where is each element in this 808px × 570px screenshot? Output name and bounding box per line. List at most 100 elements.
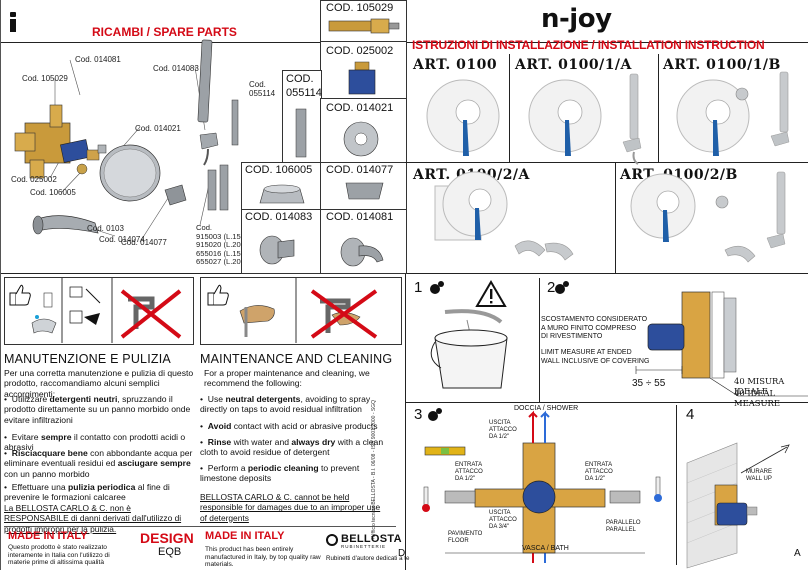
- cartridge-025002-icon: [348, 61, 376, 95]
- step-3-number: 3: [414, 406, 423, 423]
- left-edge: [0, 0, 1, 570]
- center-divider: [405, 0, 406, 570]
- thumbs-up-icon: [9, 284, 31, 306]
- hose-055114-icon: [295, 108, 307, 158]
- icons-panel-en: [200, 277, 402, 345]
- maintenance-bullet-3-en: • Rinse with water and always dry with a…: [200, 437, 384, 458]
- article-images: [426, 71, 790, 263]
- step-2-scostamento: SCOSTAMENTO CONSIDERATO A MURO FINITO CO…: [541, 316, 648, 340]
- maintenance-bullet-4-it: • Effettuare una pulizia periodica al fi…: [4, 482, 170, 503]
- box-014081: COD. 014081: [320, 209, 407, 274]
- box-014077: COD. 014077: [320, 162, 407, 212]
- label-014083: Cod. 014083: [153, 64, 199, 73]
- step-3-illustration: [422, 408, 662, 563]
- gear-icon-2: [555, 281, 569, 294]
- disclaimer-it: La BELLOSTA CARLO & C. non è RESPONSABIL…: [4, 503, 182, 534]
- plate-014021-icon: [343, 121, 379, 157]
- holder-014083-icon: [259, 235, 295, 265]
- install-title: ISTRUZIONI DI INSTALLAZIONE / INSTALLATI…: [412, 38, 765, 52]
- step-2-limit: LIMIT MEASURE AT ENDED WALL INCLUSIVE OF…: [541, 349, 650, 365]
- article-0100-1-a: ART. 0100/1/A: [515, 57, 632, 73]
- box-014083: COD. 014083: [241, 209, 323, 274]
- maintenance-icons: [9, 277, 378, 343]
- label-hoses: Cod. 915003 (L.150) 915020 (L.200) 65501…: [196, 223, 248, 267]
- disclaimer-en: BELLOSTA CARLO & C. cannot be held respo…: [200, 492, 381, 523]
- maintenance-title-it: MANUTENZIONE E PULIZIA: [4, 352, 171, 366]
- exploded-parts-diagram: [14, 39, 239, 243]
- label-014021: Cod. 014021: [135, 124, 181, 133]
- article-0100-image: [426, 79, 500, 156]
- maintenance-bullet-1-en: • Use neutral detergents, avoiding to sp…: [200, 394, 371, 415]
- label-014074-main: Cod. 014074: [99, 235, 145, 244]
- box-106005: COD. 106005: [241, 162, 323, 212]
- step-2-range: 35 ÷ 55: [632, 378, 666, 389]
- label-014081: Cod. 014081: [75, 55, 121, 64]
- box-014077-title: COD. 014077: [326, 164, 394, 176]
- box-014083-title: COD. 014083: [245, 211, 313, 223]
- gear-icon-3: [428, 408, 442, 421]
- label-014077: Cod. 014077: [121, 238, 167, 247]
- step-3-parallel: PARALLELO PARALLEL: [606, 520, 641, 533]
- bellosta-sub: RUBINETTERIE: [341, 544, 387, 549]
- technical-office-note: +Ufficio tecnico BELLOSTA - B.I. 06/08 -…: [371, 399, 377, 540]
- label-106005: Cod. 106005: [30, 188, 76, 197]
- step-3-uscita-top: USCITA ATTACCO DA 1/2": [489, 420, 517, 440]
- bellosta-wordmark: BELLOSTA: [341, 533, 402, 545]
- label-025002: Cod. 025002: [11, 175, 57, 184]
- design-label: DESIGN: [140, 530, 194, 546]
- step-4-wall-up: MURARE WALL UP: [746, 469, 773, 482]
- step-2-number: 2: [547, 279, 556, 296]
- article-0100: ART. 0100: [413, 57, 498, 73]
- box-025002-title: COD. 025002: [326, 45, 394, 57]
- box-055114: COD. 055114: [282, 70, 322, 165]
- made-in-italy-text-en: This product has been entirely manufactu…: [205, 546, 321, 569]
- box-105029: COD. 105029: [320, 0, 407, 44]
- step-3-shower: DOCCIA / SHOWER: [514, 405, 579, 412]
- page-letter-a: A: [794, 548, 801, 559]
- box-014021: COD. 014021: [320, 98, 407, 165]
- bellosta-logo: BELLOSTA RUBINETTERIE: [326, 533, 402, 551]
- gear-icon-1: [430, 281, 444, 294]
- elbow-014081-icon: [340, 237, 384, 267]
- step-3-uscita-bottom: USCITA ATTACCO DA 3/4": [489, 510, 517, 530]
- maintenance-bullet-1-it: • Utilizzare detergenti neutri, spruzzan…: [4, 394, 191, 425]
- box-105029-title: COD. 105029: [326, 2, 394, 14]
- step-2-ideal-it: 40 MISURA IDEALE: [734, 376, 785, 396]
- maintenance-intro-en: For a proper maintenance and cleaning, w…: [204, 368, 370, 389]
- maintenance-bullet-2-it: • Evitare sempre il contatto con prodott…: [4, 432, 186, 453]
- design-code: EQB: [158, 546, 182, 558]
- label-0103: Cod. 0103: [87, 224, 124, 233]
- step-3-entrata-left: ENTRATA ATTACCO DA 1/2": [455, 462, 483, 482]
- maintenance-title-en: MAINTENANCE AND CLEANING: [200, 352, 393, 366]
- step-2-illustration: [555, 281, 808, 397]
- article-0100-1-b: ART. 0100/1/B: [663, 57, 781, 73]
- step-3-entrata-right: ENTRATA ATTACCO DA 1/2": [585, 462, 613, 482]
- rubinetti-tagline: Rubinetti d'autore dedicati a te: [326, 555, 410, 562]
- box-014081-title: COD. 014081: [326, 211, 394, 223]
- brand-logo: n-joy: [541, 4, 612, 34]
- step-1-number: 1: [414, 279, 423, 296]
- maintenance-intro-it: Per una corretta manutenzione e pulizia …: [4, 368, 194, 399]
- made-in-italy-text-it: Questo prodotto è stato realizzato inter…: [8, 544, 110, 567]
- box-106005-title: COD. 106005: [245, 164, 313, 176]
- thermometer-red-icon: [422, 486, 430, 512]
- info-icon: [8, 12, 18, 32]
- made-in-italy-en: MADE IN ITALY: [205, 530, 285, 542]
- cartridge-105029-icon: [328, 18, 400, 34]
- step-1-illustration: [430, 280, 508, 389]
- ring-106005-icon: [259, 184, 305, 204]
- step-3-floor: PAVIMENTO FLOOR: [448, 531, 483, 544]
- step-4-illustration: [686, 442, 790, 569]
- page-letter-d: D: [398, 548, 406, 559]
- box-014021-title: COD. 014021: [326, 102, 394, 114]
- icons-panel-it: [4, 277, 194, 345]
- step-3-bath: VASCA / BATH: [522, 545, 569, 552]
- box-025002: COD. 025002: [320, 41, 407, 101]
- spare-parts-title: RICAMBI / SPARE PARTS: [92, 25, 237, 39]
- label-105029: Cod. 105029: [22, 74, 68, 83]
- box-055114-title: COD. 055114: [286, 73, 322, 99]
- step-4-number: 4: [686, 406, 695, 423]
- step-2-ideal-en: 40 IDEAL MEASURE: [734, 388, 780, 408]
- label-055114: Cod. 055114: [249, 80, 276, 98]
- maintenance-bullet-2-en: • Avoid contact with acid or abrasive pr…: [200, 421, 378, 431]
